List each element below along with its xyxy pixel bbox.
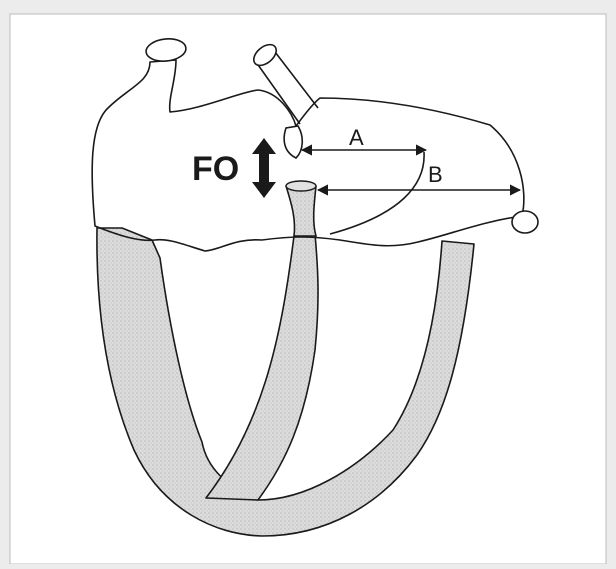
label-fo: FO xyxy=(192,150,239,188)
label-b: B xyxy=(428,162,443,187)
label-a: A xyxy=(349,125,364,150)
pulmonary-vein-opening xyxy=(512,211,538,233)
septum-primum-top xyxy=(286,181,316,191)
